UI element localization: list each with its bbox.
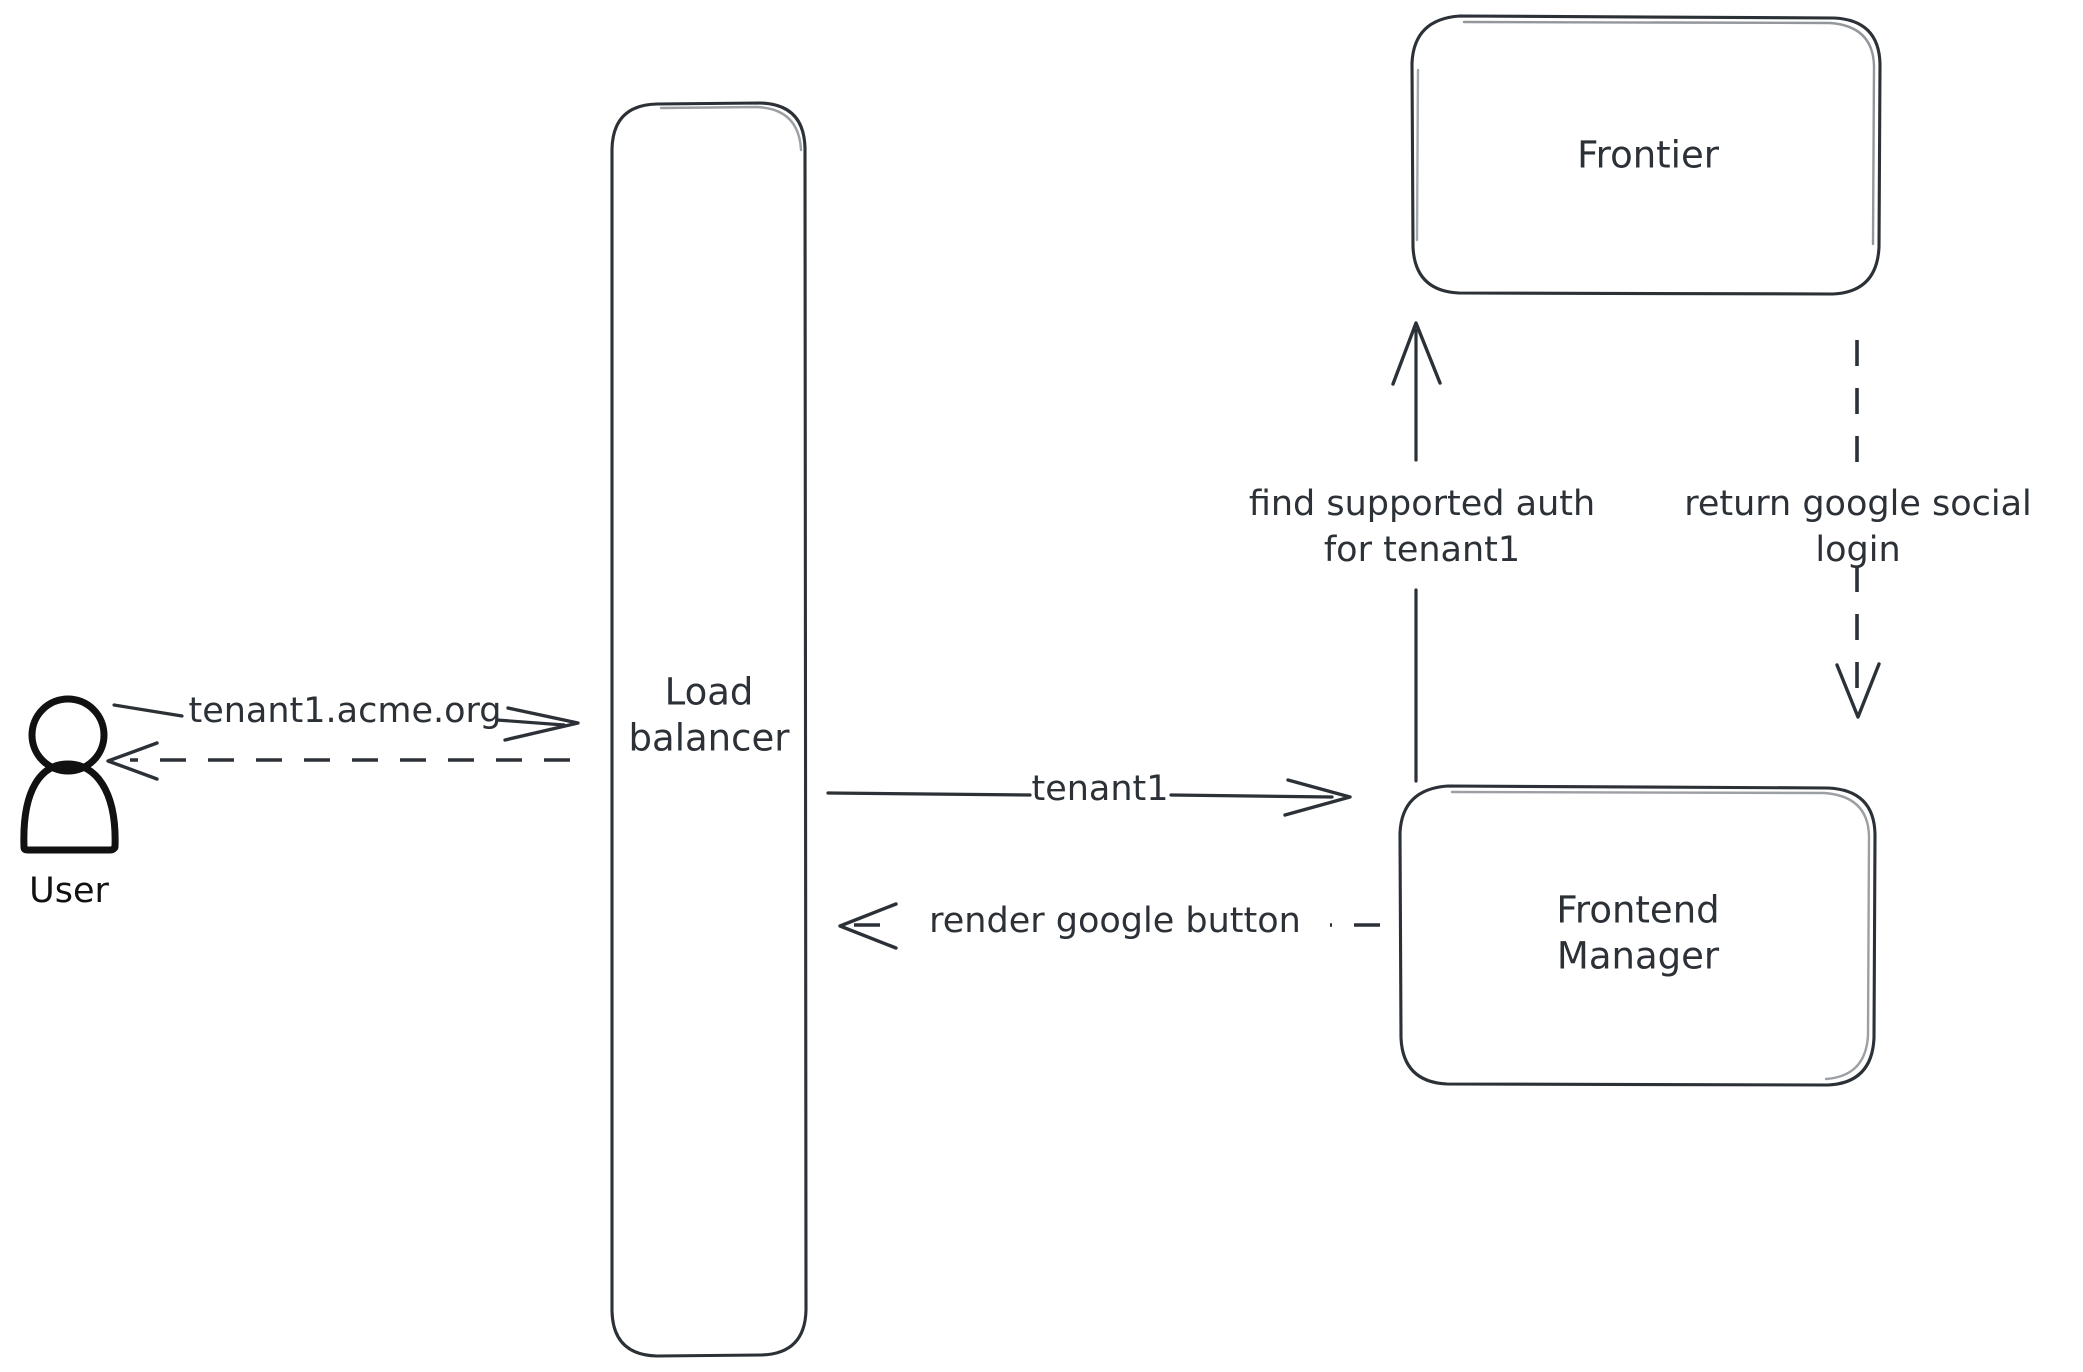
edge-user-to-lb-line-left — [112, 703, 184, 718]
node-user[interactable]: User — [20, 695, 119, 911]
edge-frontier-to-fm-label-line1: return google social — [1684, 484, 2032, 524]
user-icon — [20, 695, 119, 854]
edge-user-to-lb: tenant1.acme.org — [112, 691, 580, 742]
edge-fm-to-frontier-label-line1: find supported auth — [1249, 484, 1595, 524]
node-load-balancer[interactable]: Load balancer — [610, 101, 808, 1358]
edge-lb-to-fm-line-right — [1169, 793, 1334, 799]
frontier-label-line1: Frontier — [1577, 134, 1720, 177]
load-balancer-label-line1: Load — [665, 671, 754, 714]
edge-lb-to-fm-label: tenant1 — [1031, 769, 1168, 809]
edge-frontier-to-fm-label-line2: login — [1815, 530, 1900, 570]
frontend-manager-label-line1: Frontend — [1556, 889, 1719, 932]
edge-fm-to-frontier-arrowhead — [1391, 321, 1442, 386]
frontier-shape-echo — [1462, 20, 1876, 246]
edge-lb-to-fm: tenant1 — [826, 769, 1352, 817]
edge-fm-to-lb-arrowhead — [838, 902, 898, 950]
node-frontend-manager[interactable]: Frontend Manager — [1398, 784, 1877, 1087]
edge-fm-to-lb: render google button — [838, 901, 1380, 950]
load-balancer-shape — [610, 101, 808, 1358]
edge-user-to-lb-line-right — [495, 718, 566, 727]
edge-lb-to-user-arrowhead — [106, 741, 159, 781]
node-frontier[interactable]: Frontier — [1410, 14, 1882, 296]
frontend-manager-label-line2: Manager — [1557, 935, 1720, 978]
edge-lb-to-user — [106, 741, 570, 781]
load-balancer-label-line2: balancer — [629, 717, 791, 760]
edge-frontier-to-fm: return google social login — [1684, 340, 2032, 719]
edge-user-to-lb-label: tenant1.acme.org — [188, 691, 501, 731]
edge-lb-to-fm-arrowhead — [1283, 778, 1352, 817]
frontier-shape-echo2 — [1415, 68, 1420, 242]
edge-frontier-to-fm-arrowhead — [1835, 662, 1881, 719]
edge-user-to-lb-arrowhead — [503, 706, 580, 742]
edge-fm-to-lb-label: render google button — [929, 901, 1301, 941]
edge-fm-to-frontier: find supported auth for tenant1 — [1249, 321, 1595, 783]
frontend-manager-shape — [1398, 784, 1877, 1087]
frontier-shape — [1410, 14, 1882, 296]
edge-fm-to-frontier-label-line2: for tenant1 — [1324, 530, 1520, 570]
frontend-manager-shape-echo — [1450, 790, 1871, 1081]
load-balancer-shape-echo — [659, 105, 803, 152]
edge-lb-to-fm-line-left — [826, 791, 1032, 797]
user-label: User — [29, 871, 109, 911]
